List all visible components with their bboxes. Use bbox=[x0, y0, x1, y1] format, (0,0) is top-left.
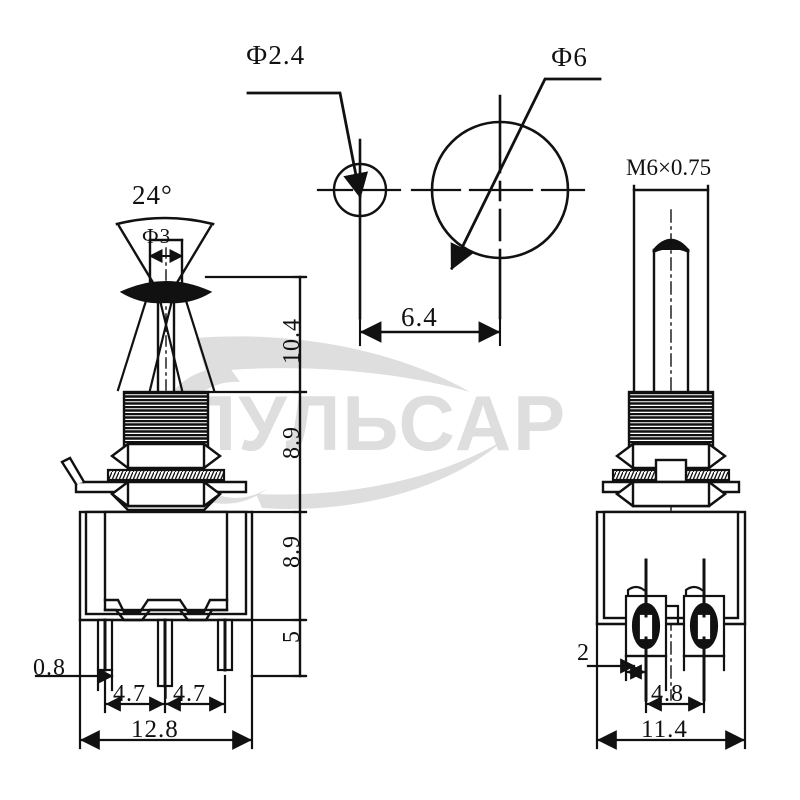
watermark-text: ПУЛЬСАР bbox=[180, 379, 567, 467]
dim-8-9-lower: 8.9 bbox=[279, 535, 305, 568]
lower-hex-nut-right bbox=[615, 480, 727, 508]
toggle-arc bbox=[115, 216, 215, 226]
upper-hex-nut bbox=[110, 442, 222, 470]
watermark-swoosh-top bbox=[196, 336, 470, 392]
dim-5: 5 bbox=[279, 630, 305, 643]
dim-8-9-upper: 8.9 bbox=[279, 426, 305, 459]
thread-dimension-bracket bbox=[632, 184, 710, 394]
dim-0-8: 0.8 bbox=[33, 655, 66, 681]
center-distance-label: 6.4 bbox=[401, 302, 438, 332]
large-hole-label: Ф6 bbox=[551, 42, 588, 72]
small-hole-label: Ф2.4 bbox=[246, 40, 306, 70]
toggle-diameter-label: Ф3 bbox=[142, 224, 172, 248]
upper-hex-nut-right bbox=[615, 442, 727, 470]
dim-4-7-right: 4.7 bbox=[173, 681, 206, 707]
dim-12-8: 12.8 bbox=[131, 716, 179, 743]
right-view-horizontal-dimensions bbox=[586, 622, 747, 750]
dim-10-4: 10.4 bbox=[279, 318, 305, 364]
toggle-lever-shaft bbox=[156, 288, 176, 392]
dim-2: 2 bbox=[577, 640, 590, 666]
large-hole-leader bbox=[450, 77, 602, 271]
thread-label: M6×0.75 bbox=[626, 155, 712, 180]
toggle-angle-label: 24° bbox=[132, 180, 173, 210]
center-distance-dimension bbox=[358, 316, 502, 347]
lower-hex-nut bbox=[110, 480, 222, 512]
body-bottom-profile bbox=[103, 598, 229, 622]
lock-washer bbox=[106, 468, 226, 482]
switch-body-left bbox=[78, 510, 254, 622]
left-view-vertical-dimensions bbox=[204, 275, 308, 678]
dim-4-8: 4.8 bbox=[651, 681, 684, 707]
toggle-tip-cap bbox=[652, 240, 690, 253]
terminal-pins-left bbox=[78, 618, 254, 688]
left-view-horizontal-dimensions bbox=[34, 668, 254, 750]
small-hole-leader bbox=[246, 91, 369, 199]
dim-4-7-left: 4.7 bbox=[113, 681, 146, 707]
dim-11-4: 11.4 bbox=[641, 716, 688, 743]
watermark-swoosh-bottom bbox=[256, 440, 504, 509]
